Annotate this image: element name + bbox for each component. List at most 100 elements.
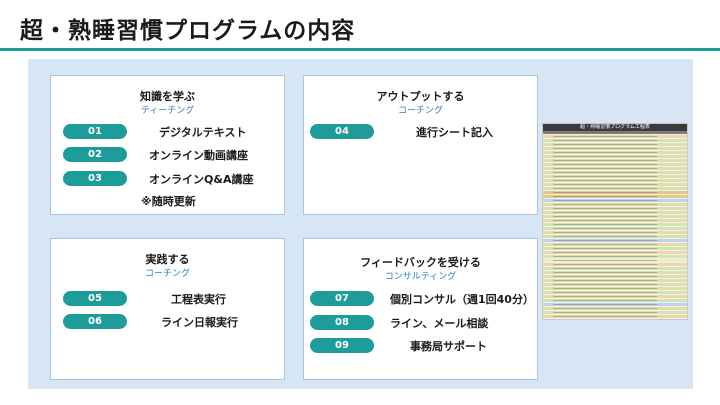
item-number-07: 07 [310, 291, 374, 306]
card-title: 知識を学ぶ [140, 90, 195, 103]
sheet-row [543, 259, 687, 262]
sheet-row-cells [553, 244, 657, 245]
sheet-row-cells [553, 292, 657, 293]
item-number-04: 04 [310, 124, 374, 139]
item-label-05: 工程表実行 [171, 293, 226, 306]
sheet-row [543, 299, 687, 302]
item-number-09: 09 [310, 338, 374, 353]
sheet-row-cells [553, 268, 657, 269]
card-title: フィードバックを受ける [360, 256, 481, 269]
sheet-row [543, 307, 687, 310]
sheet-row [543, 211, 687, 214]
sheet-row [543, 279, 687, 282]
sheet-row [543, 167, 687, 170]
card-subtitle: コンサルティング [384, 272, 457, 282]
sheet-row [543, 283, 687, 286]
card-practice: 実践する コーチング 05 工程表実行 06 ライン日報実行 [50, 238, 285, 380]
sheet-row [543, 179, 687, 182]
item-number-06: 06 [63, 314, 127, 329]
sheet-row-cells [553, 316, 657, 317]
sheet-subheader [543, 131, 687, 134]
sheet-row-cells [553, 248, 657, 249]
sheet-row-cells [553, 308, 657, 309]
sheet-row [543, 231, 687, 234]
schedule-sheet-thumbnail: 超・熟睡習慣プログラム工程表 [542, 123, 688, 320]
sheet-row-cells [553, 196, 657, 197]
sheet-row-cells [553, 192, 657, 193]
sheet-row [543, 315, 687, 318]
sheet-row [543, 243, 687, 246]
sheet-row [543, 199, 687, 202]
sheet-row [543, 147, 687, 150]
sheet-row-cells [553, 232, 657, 233]
sheet-row-cells [553, 256, 657, 257]
sheet-row-cells [553, 160, 657, 161]
sheet-row [543, 251, 687, 254]
sheet-row [543, 195, 687, 198]
sheet-row-cells [553, 168, 657, 169]
sheet-row-cells [553, 140, 657, 141]
sheet-row [543, 271, 687, 274]
sheet-row-cells [553, 156, 657, 157]
card-title: 実践する [145, 253, 190, 266]
sheet-row-cells [553, 148, 657, 149]
sheet-row-cells [553, 280, 657, 281]
card-feedback: フィードバックを受ける コンサルティング 07 個別コンサル（週1回40分） 0… [303, 238, 538, 380]
sheet-row-cells [553, 180, 657, 181]
sheet-row-cells [553, 276, 657, 277]
sheet-row [543, 255, 687, 258]
sheet-row-cells [553, 236, 657, 237]
item-label-01: デジタルテキスト [159, 126, 247, 139]
sheet-row-cells [553, 220, 657, 221]
sheet-row-cells [553, 260, 657, 261]
item-number-05: 05 [63, 291, 127, 306]
sheet-row [543, 235, 687, 238]
sheet-row-cells [553, 224, 657, 225]
sheet-row [543, 163, 687, 166]
sheet-row-cells [553, 184, 657, 185]
card-title: アウトプットする [376, 90, 465, 103]
sheet-row [543, 203, 687, 206]
sheet-row [543, 183, 687, 186]
sheet-row-cells [553, 188, 657, 189]
card-subtitle: ティーチング [140, 106, 195, 116]
sheet-rows [543, 134, 687, 319]
sheet-row [543, 219, 687, 222]
sheet-row [543, 175, 687, 178]
sheet-row-cells [553, 264, 657, 265]
sheet-row [543, 239, 687, 242]
sheet-row-cells [553, 212, 657, 213]
sheet-row [543, 207, 687, 210]
sheet-row [543, 139, 687, 142]
sheet-row [543, 135, 687, 138]
sheet-row-cells [553, 136, 657, 137]
sheet-row-cells [553, 172, 657, 173]
sheet-row [543, 247, 687, 250]
sheet-row-cells [553, 300, 657, 301]
page-title: 超・熟睡習慣プログラムの内容 [20, 18, 356, 44]
card-output: アウトプットする コーチング 04 進行シート記入 [303, 75, 538, 215]
sheet-row [543, 287, 687, 290]
sheet-row [543, 187, 687, 190]
sheet-row-cells [553, 312, 657, 313]
sheet-row [543, 155, 687, 158]
sheet-row [543, 295, 687, 298]
sheet-row [543, 267, 687, 270]
sheet-row-cells [553, 216, 657, 217]
sheet-row [543, 215, 687, 218]
sheet-row-cells [553, 228, 657, 229]
sheet-row-cells [553, 144, 657, 145]
card-subtitle: コーチング [144, 269, 190, 279]
item-label-03: オンラインQ&A講座 [149, 173, 254, 186]
item-label-04: 進行シート記入 [416, 126, 493, 139]
item-number-02: 02 [63, 147, 127, 162]
item-number-08: 08 [310, 315, 374, 330]
item-number-01: 01 [63, 124, 127, 139]
sheet-row [543, 151, 687, 154]
sheet-row-cells [553, 296, 657, 297]
card-subtitle: コーチング [397, 106, 443, 116]
item-label-02: オンライン動画講座 [149, 149, 248, 162]
sheet-row [543, 171, 687, 174]
sheet-row [543, 223, 687, 226]
sheet-row [543, 143, 687, 146]
